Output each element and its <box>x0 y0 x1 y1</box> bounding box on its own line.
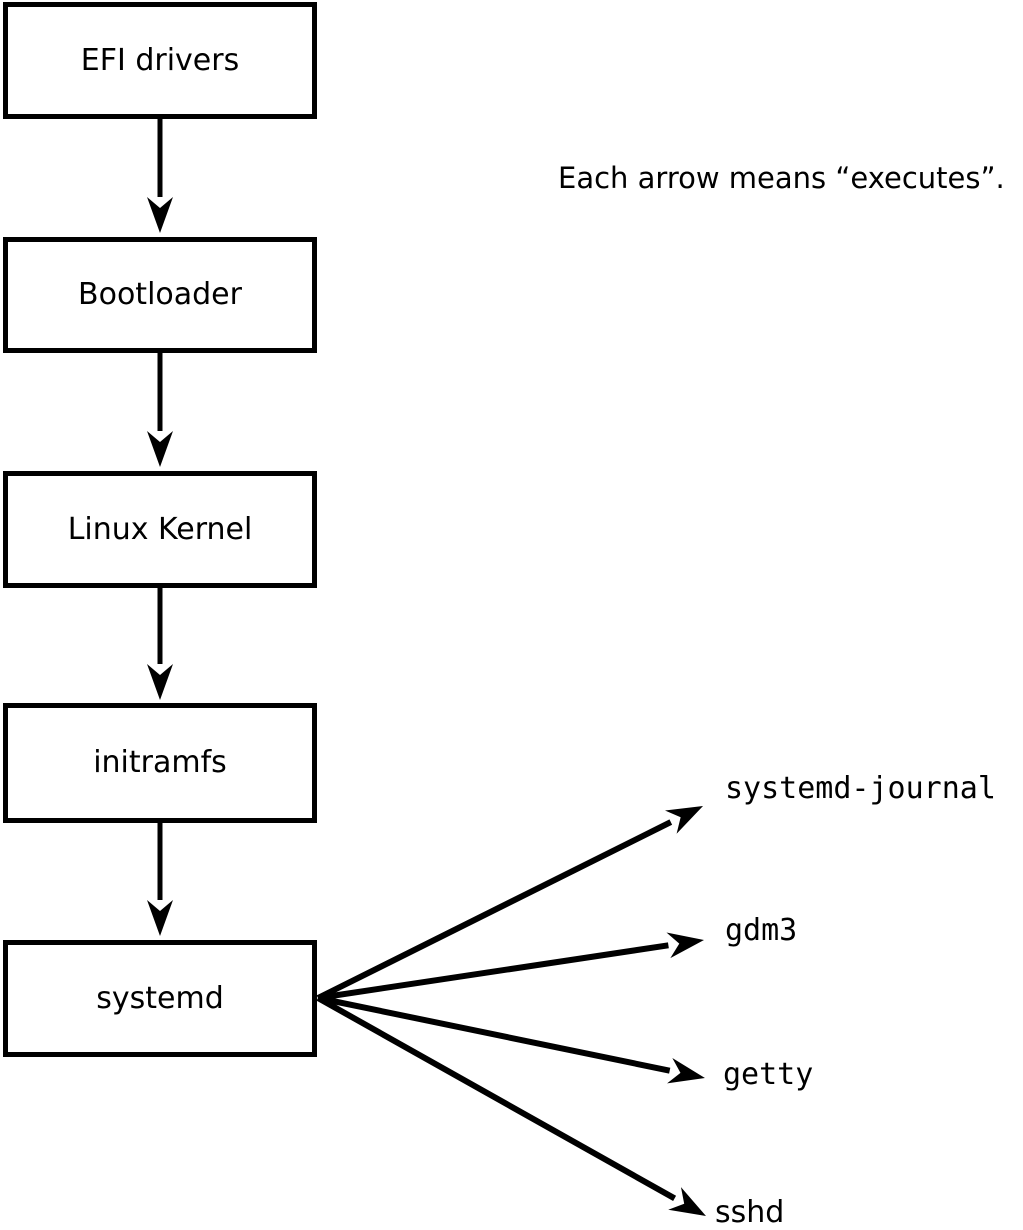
service-label-gdm3: gdm3 <box>725 913 798 948</box>
flow-box-label: initramfs <box>93 745 227 780</box>
flow-box-systemd: systemd <box>3 940 317 1057</box>
arrow-meaning-note: Each arrow means “executes”. <box>558 161 1005 195</box>
arrow-systemd-to-gdm3 <box>317 932 704 1001</box>
flow-box-label: Bootloader <box>78 277 242 312</box>
flow-box-bootloader: Bootloader <box>3 237 317 353</box>
arrow-systemd-to-getty <box>317 995 705 1084</box>
arrow-systemd-to-journal <box>316 806 704 1001</box>
flow-box-label: systemd <box>96 980 224 1016</box>
flow-box-initramfs: initramfs <box>3 703 317 823</box>
service-label-sshd: sshd <box>715 1195 785 1230</box>
arrow-systemd-to-sshd <box>316 995 706 1217</box>
flow-box-linux-kernel: Linux Kernel <box>3 471 317 588</box>
flow-box-label: Linux Kernel <box>67 511 253 547</box>
flow-box-label: EFI drivers <box>80 42 240 78</box>
flow-box-efi-drivers: EFI drivers <box>3 2 317 119</box>
service-label-getty: getty <box>723 1057 814 1092</box>
service-label-systemd-journal: systemd-journal <box>725 771 996 806</box>
